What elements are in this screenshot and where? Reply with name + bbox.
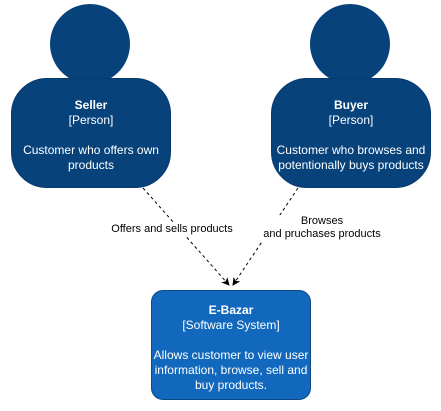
buyer-kind: [Person]: [328, 113, 374, 127]
seller-name: Seller: [74, 98, 108, 112]
edge-seller-to-ebazar: [142, 187, 230, 286]
edge-buyer-to-ebazar: [232, 187, 299, 286]
system-name: E-Bazar: [208, 303, 254, 317]
seller-kind: [Person]: [68, 113, 114, 127]
buyer-name: Buyer: [333, 98, 368, 112]
system-kind: [Software System]: [182, 318, 280, 332]
ebazar-system[interactable]: E-Bazar [Software System] Allows custome…: [151, 290, 311, 400]
buyer-body: [271, 78, 431, 188]
buyer-head: [310, 4, 390, 84]
system-description: Allows customer to view user information…: [153, 348, 309, 392]
buyer-description: Customer who browses and potentionally b…: [276, 143, 426, 172]
seller-description: Customer who offers own products: [23, 143, 159, 172]
seller-head: [50, 4, 130, 84]
edge-label-seller: Offers and sells products: [108, 223, 236, 236]
seller-body: [11, 78, 171, 188]
edge-label-buyer: Browses and pruchases products: [258, 215, 386, 241]
